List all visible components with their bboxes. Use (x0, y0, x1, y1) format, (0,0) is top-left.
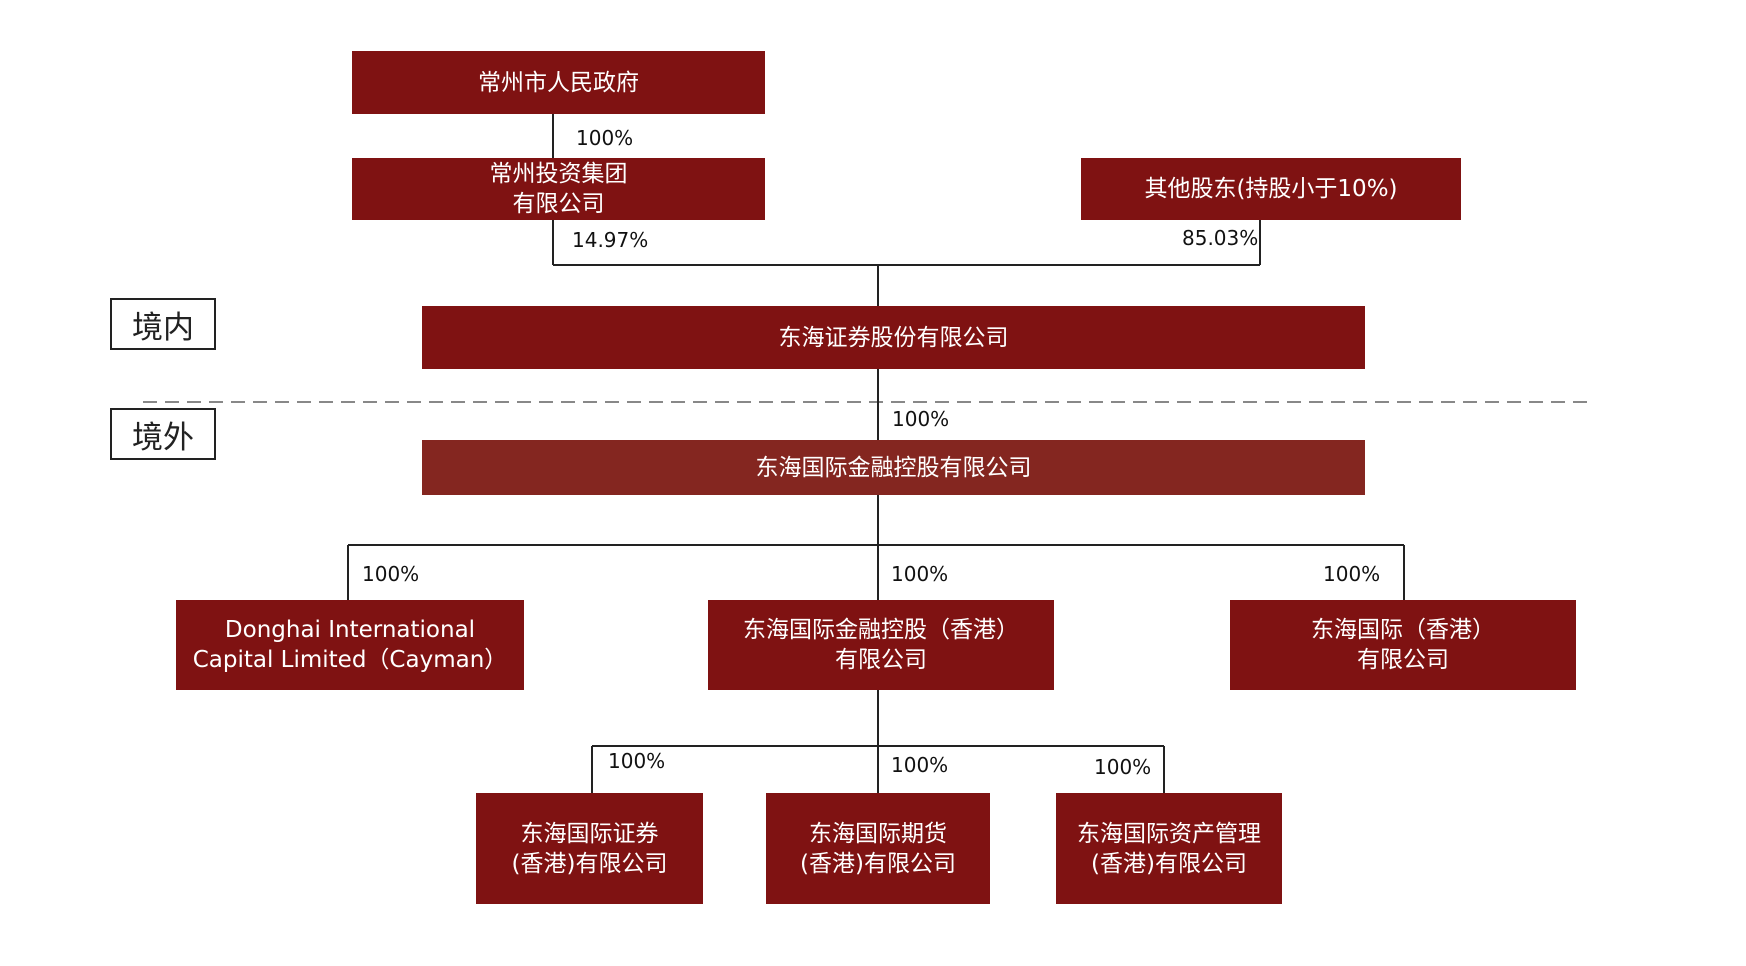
node-donghai-intl-hk: 东海国际（香港） 有限公司 (1230, 600, 1576, 690)
pct-securities-to-intl: 100% (892, 407, 950, 431)
node-securities-hk: 东海国际证券 (香港)有限公司 (476, 793, 703, 904)
node-asset-mgmt-hk: 东海国际资产管理 (香港)有限公司 (1056, 793, 1282, 904)
pct-hk-to-securities-hk: 100% (608, 749, 666, 773)
region-label-domestic: 境内 (110, 298, 216, 350)
node-changzhou-government: 常州市人民政府 (352, 51, 765, 114)
pct-gov-to-invest: 100% (576, 126, 634, 150)
pct-intl-to-cayman: 100% (362, 562, 420, 586)
node-donghai-securities: 东海证券股份有限公司 (422, 306, 1365, 369)
pct-hk-to-futures-hk: 100% (891, 753, 949, 777)
node-futures-hk: 东海国际期货 (香港)有限公司 (766, 793, 990, 904)
node-changzhou-investment-group: 常州投资集团 有限公司 (352, 158, 765, 220)
node-hk-holdings: 东海国际金融控股（香港） 有限公司 (708, 600, 1054, 690)
pct-intl-to-intl-hk: 100% (1323, 562, 1381, 586)
pct-invest-to-securities: 14.97% (572, 228, 649, 252)
pct-other-to-securities: 85.03% (1182, 226, 1259, 250)
region-label-overseas: 境外 (110, 408, 216, 460)
node-other-shareholders: 其他股东(持股小于10%) (1081, 158, 1461, 220)
node-donghai-intl-holdings: 东海国际金融控股有限公司 (422, 440, 1365, 495)
pct-intl-to-hk-holdings: 100% (891, 562, 949, 586)
node-cayman-capital: Donghai International Capital Limited（Ca… (176, 600, 524, 690)
pct-hk-to-asset-mgmt-hk: 100% (1094, 755, 1152, 779)
